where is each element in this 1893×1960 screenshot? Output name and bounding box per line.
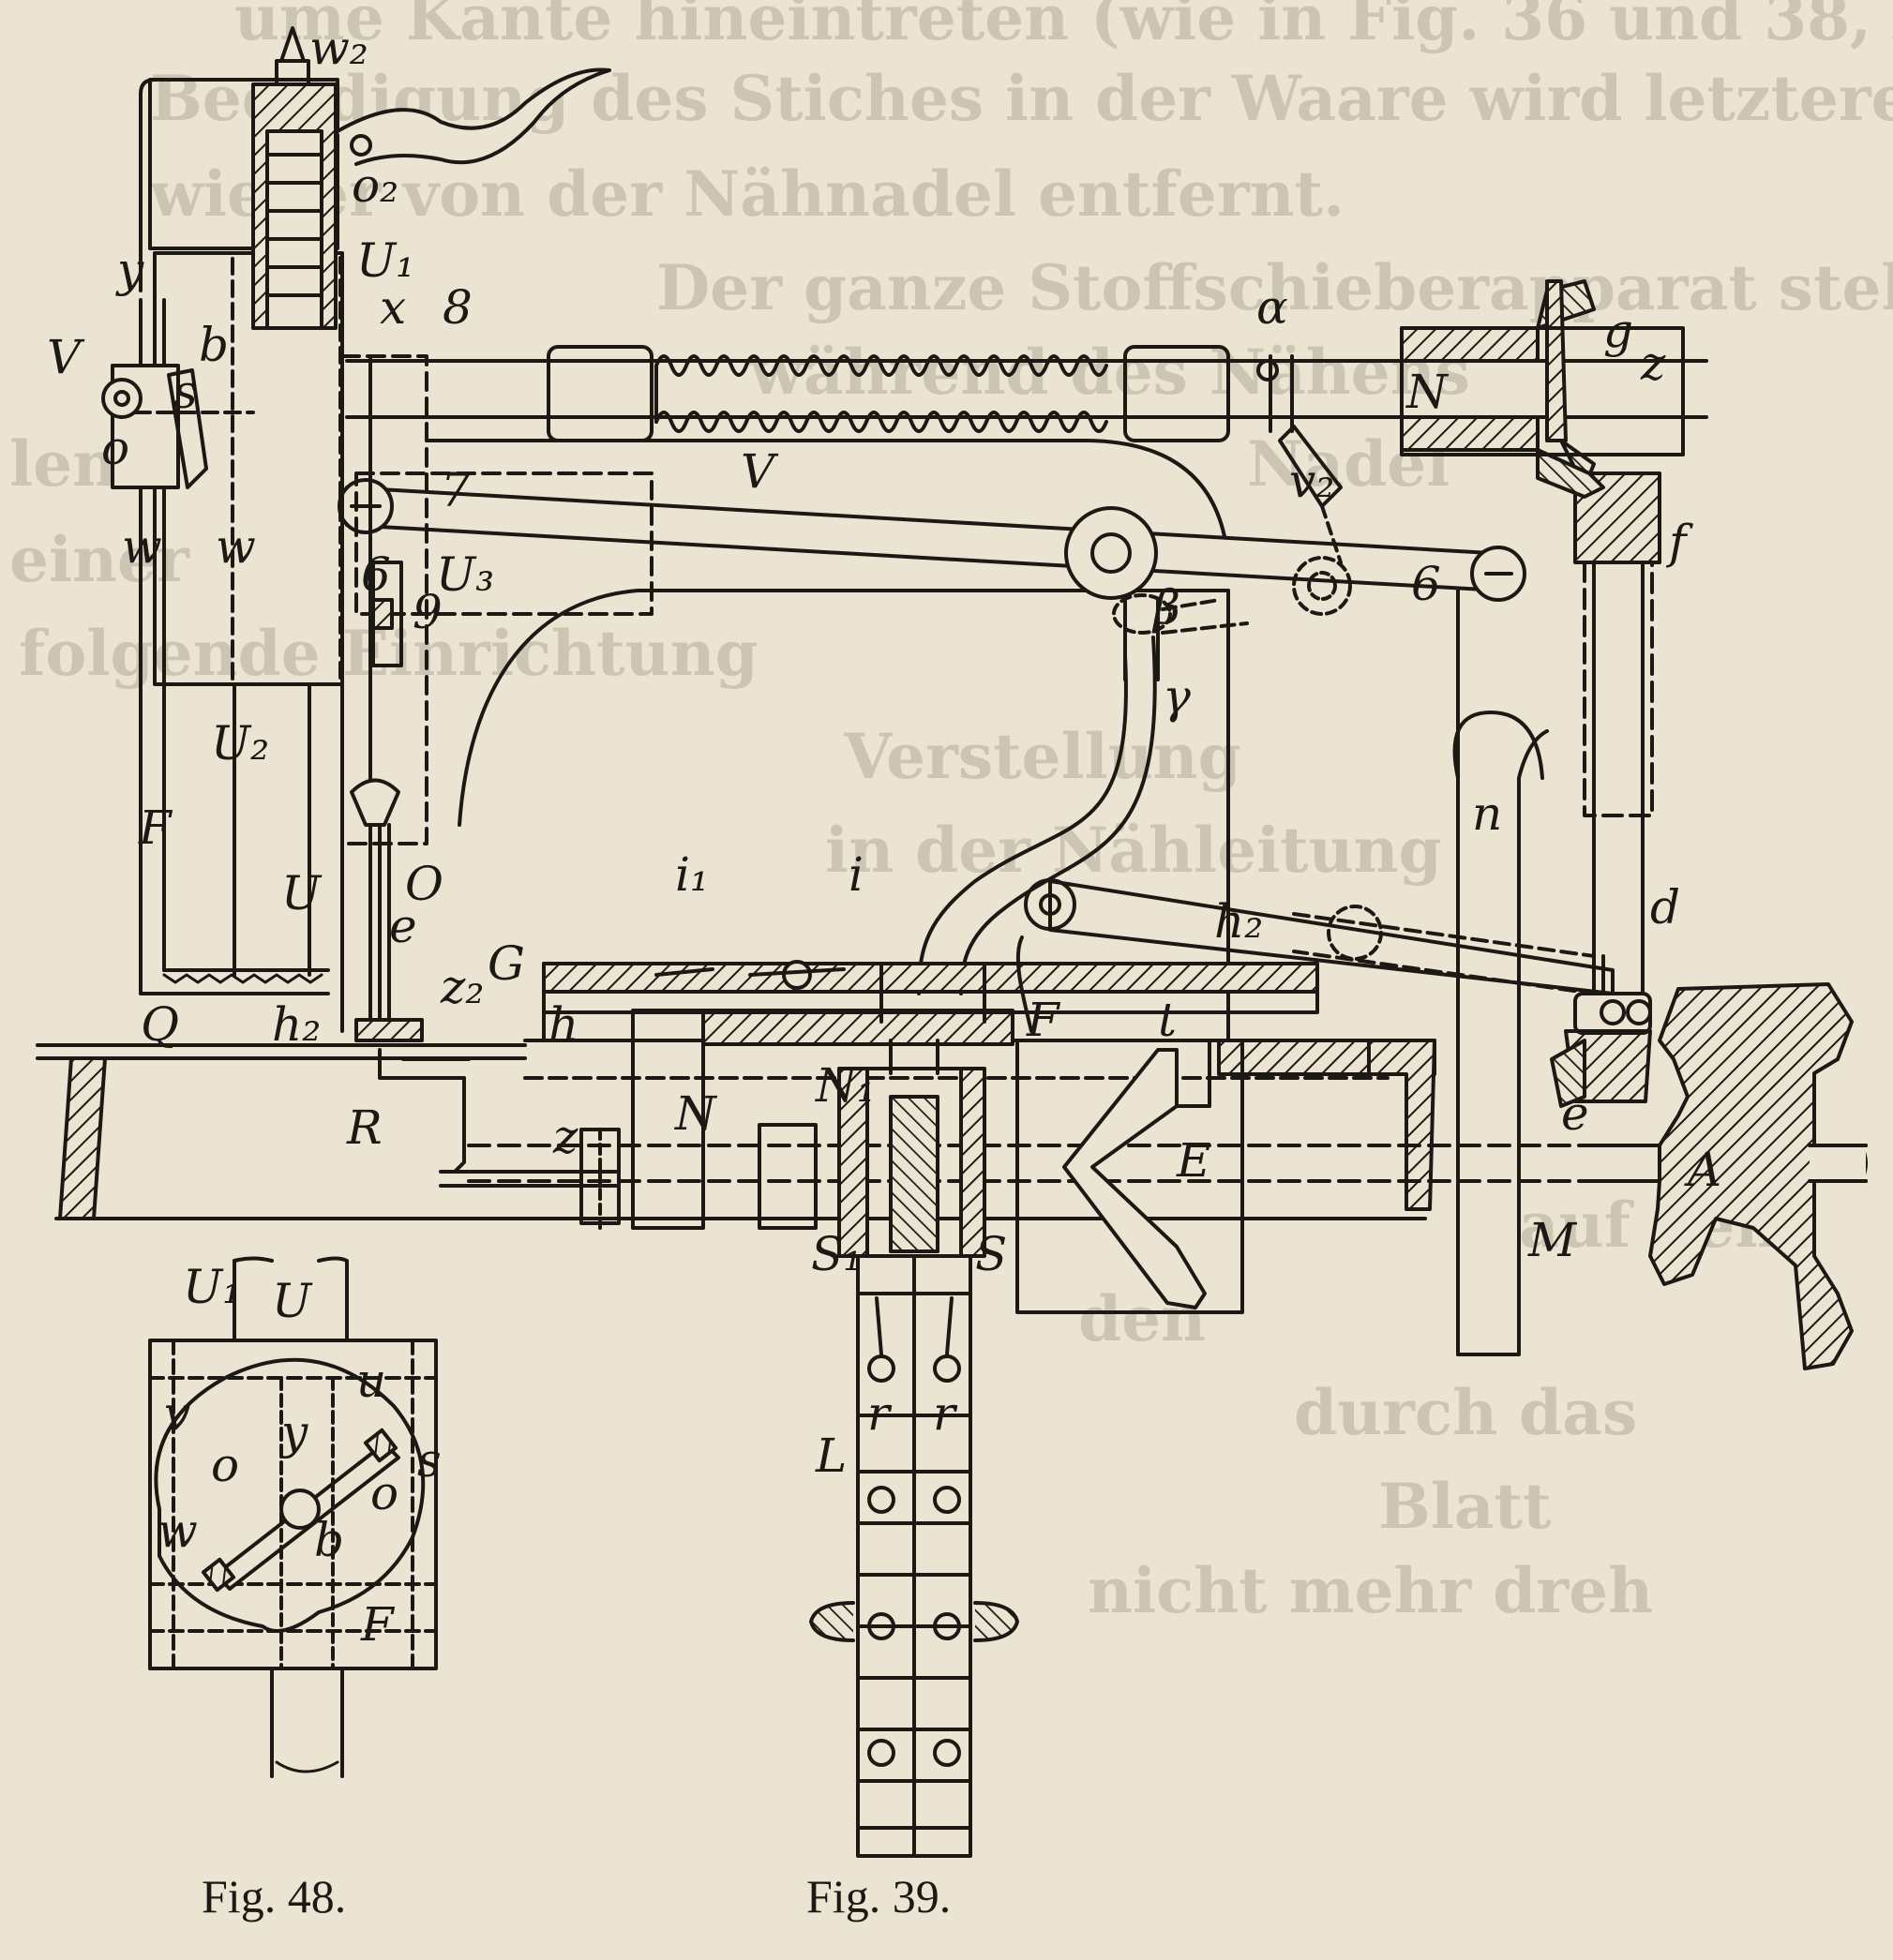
label-z-top: z — [1640, 337, 1666, 391]
column-n — [1452, 589, 1549, 1356]
link-gamma — [1112, 593, 1249, 681]
presser-bar-r — [378, 1048, 621, 1188]
label-s1: S₁ — [811, 1227, 862, 1281]
upper-shaft-n — [345, 279, 1708, 499]
label-n1: N₁ — [815, 1058, 876, 1113]
label-48-o-right: o — [370, 1466, 398, 1520]
label-48-s: s — [417, 1433, 442, 1488]
label-s-sprocket: S — [975, 1227, 1007, 1281]
bevel-gear-lower — [1550, 992, 1652, 1108]
feed-slide — [542, 960, 1319, 1042]
figure-48-diagram — [148, 1256, 438, 1778]
label-h2-right: h₂ — [1214, 894, 1263, 949]
label-48-o-left: o — [211, 1438, 239, 1492]
label-48-u-small: u — [356, 1354, 386, 1408]
label-48-v: v — [164, 1386, 190, 1441]
chain-l — [809, 1254, 1019, 1858]
label-b: b — [199, 318, 229, 372]
sprocket-wheel — [837, 1039, 986, 1258]
label-r: r — [933, 1386, 958, 1441]
label-n-mid: N — [674, 1086, 718, 1141]
label-9: 9 — [413, 585, 443, 639]
label-u1: U₁ — [356, 233, 414, 288]
label-d: d — [1650, 880, 1680, 935]
label-l: L — [815, 1429, 847, 1483]
label-f-left: F — [138, 800, 173, 855]
caption-fig-48: Fig. 48. — [202, 1870, 346, 1923]
label-r4: r — [867, 1386, 893, 1441]
svg-text:wieder von der Nähnadel entfer: wieder von der Nähnadel entfernt. — [149, 157, 1345, 231]
label-o2: o₂ — [352, 158, 398, 213]
label-o-upper: O — [405, 857, 443, 911]
label-e-cam: E — [1176, 1133, 1211, 1188]
label-z2: z₂ — [440, 960, 484, 1014]
label-48-f: F — [360, 1597, 396, 1652]
label-s: s — [173, 365, 198, 419]
figure-39-labels: w₂ o₂ U₁ x 8 y V b s o w w 7 U₃ 6 9 U₂ F… — [47, 21, 1721, 1483]
label-g: G — [488, 936, 525, 991]
label-48-b: b — [314, 1513, 344, 1567]
label-o: o — [101, 421, 129, 475]
label-e-left: e — [389, 899, 417, 953]
label-6-right: 6 — [1411, 557, 1441, 611]
svg-text:einer: einer — [9, 523, 190, 596]
label-u3: U₃ — [436, 547, 494, 602]
label-w2: w₂ — [309, 21, 368, 75]
svg-text:ume Kante hineintreten (wie in: ume Kante hineintreten (wie in Fig. 36 u… — [234, 0, 1893, 54]
caption-fig-39: Fig. 39. — [806, 1870, 951, 1923]
head-assembly — [101, 26, 611, 1042]
label-h: h — [548, 997, 578, 1052]
label-m: M — [1527, 1213, 1578, 1267]
svg-text:Blatt: Blatt — [1378, 1470, 1552, 1543]
machine-bed — [36, 1009, 1436, 1220]
label-v-arm: V — [741, 444, 779, 499]
label-u2: U₂ — [211, 716, 269, 771]
label-g-top: g — [1603, 304, 1633, 358]
figure-39-diagram — [36, 26, 1868, 1858]
rocking-lever — [338, 471, 1526, 616]
svg-text:Der ganze Stoffschieberapparat: Der ganze Stoffschieberapparat steht — [656, 251, 1893, 324]
label-y: y — [115, 243, 144, 297]
label-i1: i₁ — [675, 847, 709, 902]
svg-text:Verstellung: Verstellung — [843, 720, 1241, 793]
label-a: A — [1684, 1143, 1721, 1197]
svg-text:in der Nähleitung: in der Nähleitung — [825, 814, 1442, 887]
label-q: Q — [141, 997, 179, 1052]
label-48-y: y — [279, 1405, 308, 1459]
label-v-left: V — [47, 330, 85, 384]
label-x: x — [380, 280, 406, 335]
label-h2-left: h₂ — [272, 997, 321, 1052]
handwheel — [1648, 982, 1868, 1370]
cam-e — [1015, 1039, 1244, 1314]
svg-text:durch das: durch das — [1294, 1376, 1637, 1449]
label-beta: β — [1151, 580, 1180, 635]
label-6-left: 6 — [361, 547, 391, 602]
label-7: 7 — [441, 463, 471, 517]
label-w: w — [216, 519, 256, 574]
label-gamma: γ — [1163, 669, 1191, 724]
label-z-left: z — [552, 1110, 578, 1164]
hub-n — [579, 1009, 818, 1230]
label-alpha: α — [1256, 280, 1288, 335]
label-e-right: e — [1561, 1086, 1589, 1141]
label-f-mid: F — [1026, 993, 1061, 1047]
bell-crank-v2 — [1278, 425, 1343, 564]
label-48-u: U — [272, 1274, 313, 1328]
figure-48-labels: U₁ U u v y s o o w b F — [158, 1260, 442, 1652]
label-w-left: w — [122, 519, 162, 574]
label-t: t — [1158, 993, 1178, 1047]
label-n: n — [1472, 786, 1502, 841]
svg-text:während des Nähens: während des Nähens — [749, 336, 1470, 409]
label-i: i — [849, 847, 864, 902]
svg-text:nicht mehr dreh: nicht mehr dreh — [1088, 1554, 1653, 1627]
lever-h2 — [1015, 878, 1615, 1033]
label-v2: v₂ — [1289, 454, 1334, 508]
label-u: U — [281, 866, 323, 920]
label-48-u1: U₁ — [183, 1260, 241, 1314]
label-n-top: N — [1405, 365, 1450, 419]
label-r-left: R — [346, 1100, 383, 1155]
label-48-w: w — [158, 1504, 198, 1558]
label-8: 8 — [443, 280, 473, 335]
